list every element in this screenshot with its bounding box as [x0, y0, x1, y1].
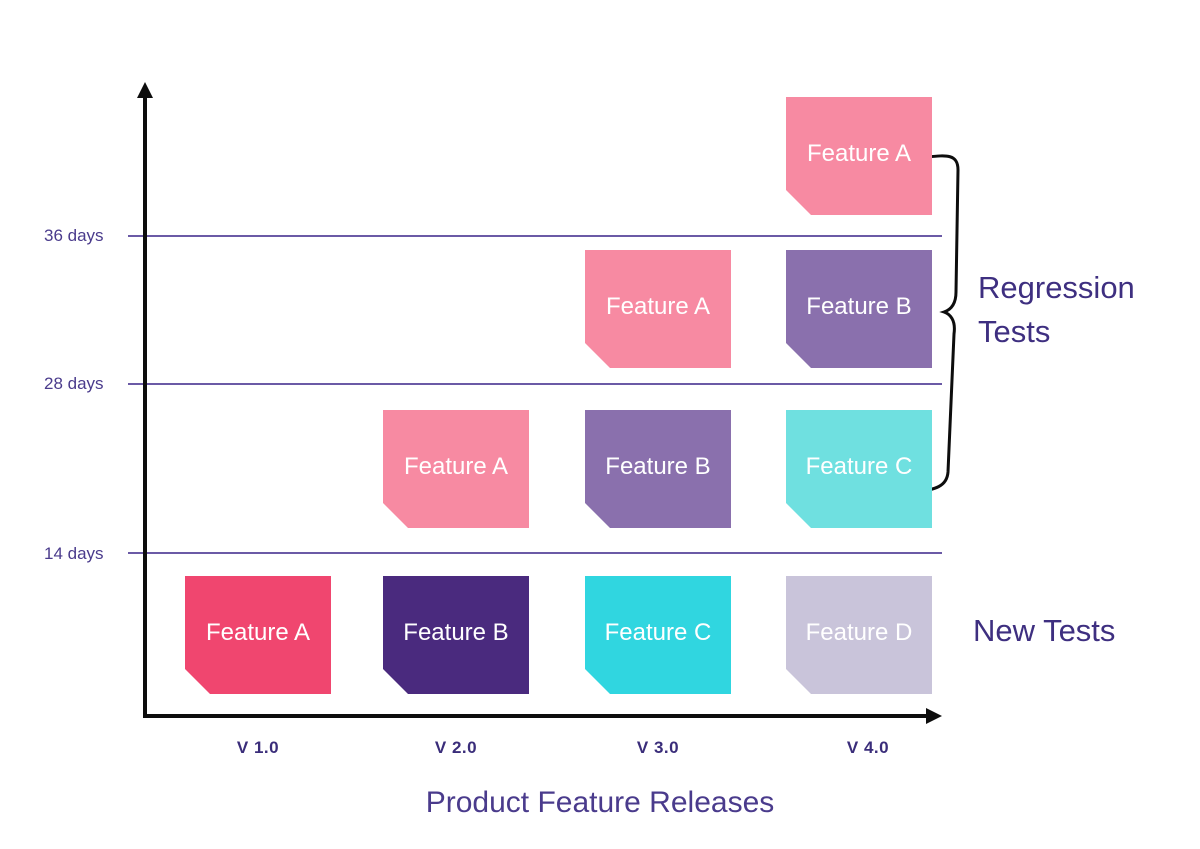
feature-card-label: Feature B — [806, 293, 912, 320]
regression-label-line2: Tests — [978, 314, 1051, 349]
feature-card-30-feature-c: Feature C — [585, 576, 731, 694]
x-tick-label-v3: V 3.0 — [636, 738, 680, 757]
x-axis-arrow — [926, 708, 942, 724]
feature-card-40-feature-b: Feature B — [786, 250, 932, 368]
feature-card-40-feature-c: Feature C — [786, 410, 932, 528]
feature-card-label: Feature C — [805, 453, 913, 480]
feature-card-label: Feature A — [605, 293, 711, 320]
feature-card-20-feature-a: Feature A — [383, 410, 529, 528]
y-tick-label-14: 14 days — [44, 544, 104, 563]
feature-card-label: Feature A — [806, 140, 912, 167]
feature-card-label: Feature D — [805, 619, 913, 646]
feature-card-30-feature-b: Feature B — [585, 410, 731, 528]
regression-tests-label: Regression Tests — [978, 266, 1135, 354]
x-tick-label-v2: V 2.0 — [434, 738, 478, 757]
feature-card-label: Feature C — [604, 619, 712, 646]
feature-card-40-feature-d: Feature D — [786, 576, 932, 694]
regression-brace — [912, 154, 960, 494]
feature-card-label: Feature B — [605, 453, 711, 480]
feature-card-10-feature-a: Feature A — [185, 576, 331, 694]
x-tick-label-v4: V 4.0 — [846, 738, 890, 757]
new-tests-label: New Tests — [973, 613, 1116, 648]
x-tick-label-v1: V 1.0 — [236, 738, 280, 757]
y-tick-label-28: 28 days — [44, 374, 104, 393]
y-axis-arrow — [137, 82, 153, 98]
feature-card-40-feature-a: Feature A — [786, 97, 932, 215]
x-axis-title: Product Feature Releases — [425, 786, 775, 819]
y-tick-label-36: 36 days — [44, 226, 104, 245]
feature-card-20-feature-b: Feature B — [383, 576, 529, 694]
feature-card-label: Feature B — [403, 619, 509, 646]
feature-card-label: Feature A — [205, 619, 311, 646]
regression-label-line1: Regression — [978, 270, 1135, 305]
feature-card-label: Feature A — [403, 453, 509, 480]
feature-card-30-feature-a: Feature A — [585, 250, 731, 368]
